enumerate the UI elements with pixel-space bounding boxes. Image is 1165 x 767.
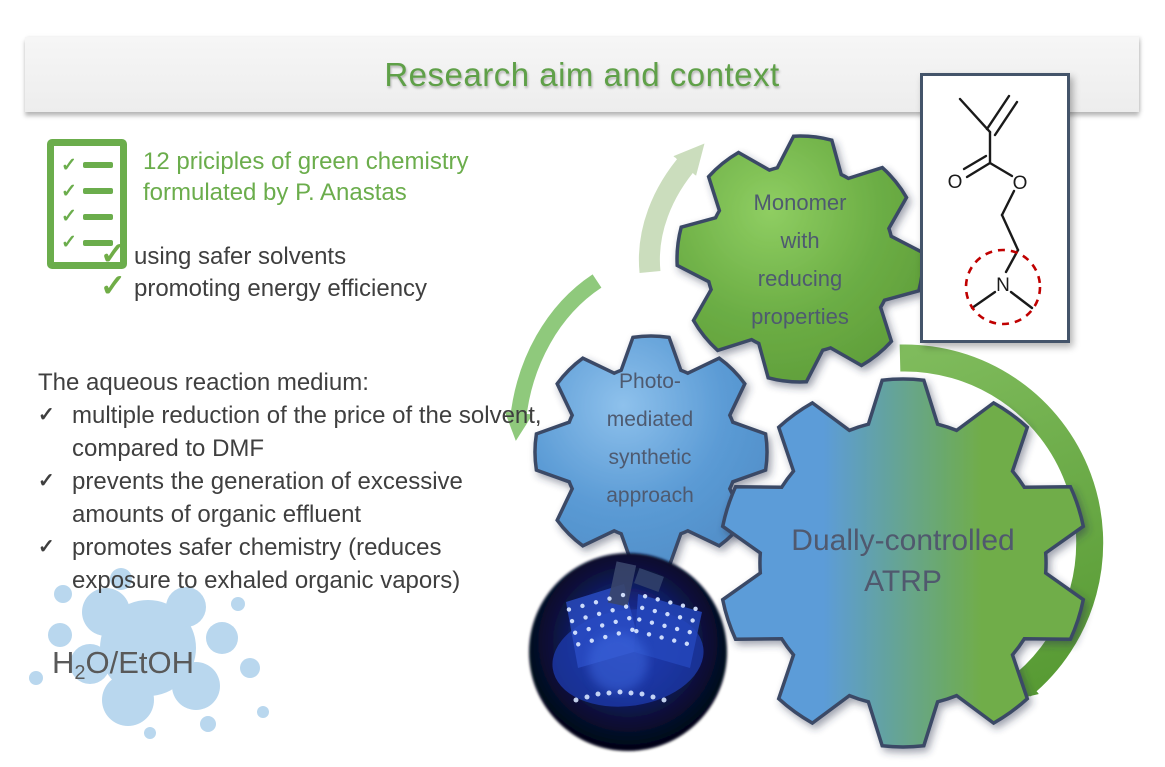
monomer-structure-drawing: O O N xyxy=(948,94,1042,326)
page-title: Research aim and context xyxy=(384,55,780,93)
principles-heading-line1: 12 priciples of green chemistry xyxy=(143,148,469,175)
list-item: ✓ prevents the generation of excessive a… xyxy=(38,465,543,531)
aqueous-heading: The aqueous reaction medium: xyxy=(38,369,369,396)
check-icon: ✓ xyxy=(100,268,126,303)
list-item-text: prevents the generation of excessive amo… xyxy=(72,468,463,528)
list-line xyxy=(82,188,113,195)
red-dashed-circle-icon xyxy=(964,248,1042,326)
list-item-text: promoting energy efficiency xyxy=(133,275,428,302)
arrow-counterclockwise-icon xyxy=(504,274,602,441)
list-line xyxy=(82,213,113,220)
gear-dually-controlled-atrp xyxy=(720,377,1086,749)
list-item-text: using safer solvents xyxy=(133,243,347,270)
check-icon: ✓ xyxy=(38,470,55,492)
principles-list: ✓ using safer solvents ✓ promoting energ… xyxy=(100,236,428,305)
atom-oxygen-ester: O xyxy=(1013,173,1028,194)
list-item: ✓ promotes safer chemistry (reduces expo… xyxy=(38,531,543,597)
formula-subscript: 2 xyxy=(74,662,86,684)
list-item: ✓ promoting energy efficiency xyxy=(100,268,428,305)
list-item-text: promotes safer chemistry (reduces exposu… xyxy=(72,534,461,594)
principles-heading-line2: formulated by P. Anastas xyxy=(143,179,407,206)
principles-heading: 12 priciples of green chemistry formulat… xyxy=(143,146,468,208)
list-item: ✓ using safer solvents xyxy=(100,236,427,273)
uv-reactor-photo xyxy=(529,553,727,751)
check-icon: ✓ xyxy=(61,232,77,254)
arrow-up-icon xyxy=(638,143,705,274)
check-icon: ✓ xyxy=(61,180,77,202)
list-item-text: multiple reduction of the price of the s… xyxy=(72,402,542,462)
gear-photo-mediated xyxy=(533,334,769,570)
check-icon: ✓ xyxy=(61,154,77,176)
atom-nitrogen: N xyxy=(996,275,1010,296)
check-icon: ✓ xyxy=(38,404,55,426)
check-icon: ✓ xyxy=(38,536,55,558)
check-icon: ✓ xyxy=(100,236,126,271)
formula-main: H xyxy=(52,645,75,680)
list-item: ✓ multiple reduction of the price of the… xyxy=(38,399,543,465)
solvent-formula: H2O/EtOH xyxy=(52,645,194,685)
list-line xyxy=(82,239,113,246)
check-icon: ✓ xyxy=(61,206,77,228)
formula-rest: O/EtOH xyxy=(85,645,195,680)
monomer-structure-box: O O N xyxy=(920,73,1070,343)
checklist-icon: ✓ ✓ ✓ ✓ xyxy=(47,139,127,269)
atom-oxygen-carbonyl: O xyxy=(948,172,963,193)
gear-monomer xyxy=(675,134,925,384)
aqueous-medium-block: The aqueous reaction medium: ✓ multiple … xyxy=(38,366,543,597)
list-line xyxy=(82,162,113,169)
solvent-splat xyxy=(29,568,269,739)
